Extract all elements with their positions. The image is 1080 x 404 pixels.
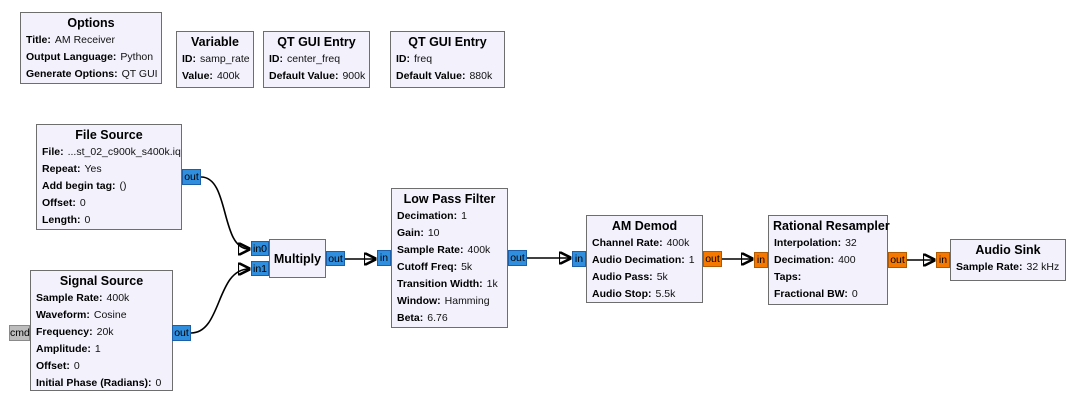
param-value: Value:400k xyxy=(182,70,240,82)
param-file: File:...st_02_c900k_s400k.iq xyxy=(42,146,181,158)
param-beta: Beta:6.76 xyxy=(397,312,448,324)
param-sample-rate: Sample Rate:400k xyxy=(397,244,491,256)
param-audio-stop: Audio Stop:5.5k xyxy=(592,288,676,300)
port-rational-resampler-out[interactable]: out xyxy=(888,252,907,268)
param-audio-decimation: Audio Decimation:1 xyxy=(592,254,695,266)
port-file-source-out[interactable]: out xyxy=(182,169,201,185)
param-window: Window:Hamming xyxy=(397,295,490,307)
block-title: Variable xyxy=(191,35,239,49)
block-file-source[interactable]: File Source File:...st_02_c900k_s400k.iq… xyxy=(36,124,182,230)
param-frequency: Frequency:20k xyxy=(36,326,114,338)
param-generate-options: Generate Options:QT GUI xyxy=(26,68,158,80)
block-rational-resampler[interactable]: Rational Resampler Interpolation:32 Deci… xyxy=(768,215,890,305)
param-waveform: Waveform:Cosine xyxy=(36,309,127,321)
param-transition-width: Transition Width:1k xyxy=(397,278,498,290)
param-id: ID:freq xyxy=(396,53,433,65)
block-am-demod[interactable]: AM Demod Channel Rate:400k Audio Decimat… xyxy=(586,215,703,303)
param-gain: Gain:10 xyxy=(397,227,440,239)
param-offset: Offset:0 xyxy=(36,360,80,372)
param-repeat: Repeat:Yes xyxy=(42,163,102,175)
port-rational-resampler-in[interactable]: in xyxy=(754,252,768,268)
port-audio-sink-in[interactable]: in xyxy=(936,252,950,268)
block-title: File Source xyxy=(75,128,143,142)
param-amplitude: Amplitude:1 xyxy=(36,343,101,355)
block-title: Multiply xyxy=(273,251,322,266)
param-default-value: Default Value:880k xyxy=(396,70,493,82)
block-title: Low Pass Filter xyxy=(403,192,496,206)
param-output-language: Output Language:Python xyxy=(26,51,154,63)
block-variable-samp-rate[interactable]: Variable ID:samp_rate Value:400k xyxy=(176,31,254,88)
param-length: Length:0 xyxy=(42,214,91,226)
port-low-pass-filter-out[interactable]: out xyxy=(508,250,527,266)
param-interpolation: Interpolation:32 xyxy=(774,237,857,249)
block-title: Signal Source xyxy=(59,274,144,288)
port-multiply-out[interactable]: out xyxy=(326,251,345,266)
param-offset: Offset:0 xyxy=(42,197,86,209)
param-title: Title:AM Receiver xyxy=(26,34,116,46)
param-decimation: Decimation:400 xyxy=(774,254,856,266)
param-taps: Taps: xyxy=(774,271,802,283)
param-initial-phase: Initial Phase (Radians):0 xyxy=(36,377,162,389)
param-sample-rate: Sample Rate:400k xyxy=(36,292,130,304)
block-multiply[interactable]: Multiply xyxy=(269,239,326,278)
param-id: ID:center_freq xyxy=(269,53,341,65)
param-default-value: Default Value:900k xyxy=(269,70,366,82)
block-title: AM Demod xyxy=(611,219,678,233)
param-channel-rate: Channel Rate:400k xyxy=(592,237,690,249)
port-signal-source-cmd[interactable]: cmd xyxy=(9,325,30,341)
param-cutoff-freq: Cutoff Freq:5k xyxy=(397,261,473,273)
block-audio-sink[interactable]: Audio Sink Sample Rate:32 kHz xyxy=(950,239,1066,281)
block-signal-source[interactable]: Signal Source Sample Rate:400k Waveform:… xyxy=(30,270,173,391)
connection-signalsource-to-multiply[interactable] xyxy=(190,269,249,334)
block-title: QT GUI Entry xyxy=(408,35,487,49)
block-options[interactable]: Options Title:AM Receiver Output Languag… xyxy=(20,12,162,84)
param-audio-pass: Audio Pass:5k xyxy=(592,271,668,283)
block-qt-gui-entry-freq[interactable]: QT GUI Entry ID:freq Default Value:880k xyxy=(390,31,505,88)
port-low-pass-filter-in[interactable]: in xyxy=(377,250,391,266)
port-multiply-in1[interactable]: in1 xyxy=(251,261,269,276)
block-qt-gui-entry-center-freq[interactable]: QT GUI Entry ID:center_freq Default Valu… xyxy=(263,31,370,88)
connection-filesource-to-multiply[interactable] xyxy=(200,176,249,249)
block-title: QT GUI Entry xyxy=(277,35,356,49)
param-id: ID:samp_rate xyxy=(182,53,250,65)
port-am-demod-in[interactable]: in xyxy=(572,251,586,267)
param-decimation: Decimation:1 xyxy=(397,210,467,222)
block-title: Rational Resampler xyxy=(773,219,890,233)
port-signal-source-out[interactable]: out xyxy=(172,325,191,341)
block-low-pass-filter[interactable]: Low Pass Filter Decimation:1 Gain:10 Sam… xyxy=(391,188,508,328)
port-am-demod-out[interactable]: out xyxy=(703,251,722,267)
param-sample-rate: Sample Rate:32 kHz xyxy=(956,261,1060,273)
block-title: Audio Sink xyxy=(975,243,1041,257)
port-multiply-in0[interactable]: in0 xyxy=(251,241,269,256)
param-add-begin-tag: Add begin tag:() xyxy=(42,180,127,192)
block-title: Options xyxy=(67,16,115,30)
param-fractional-bw: Fractional BW:0 xyxy=(774,288,858,300)
